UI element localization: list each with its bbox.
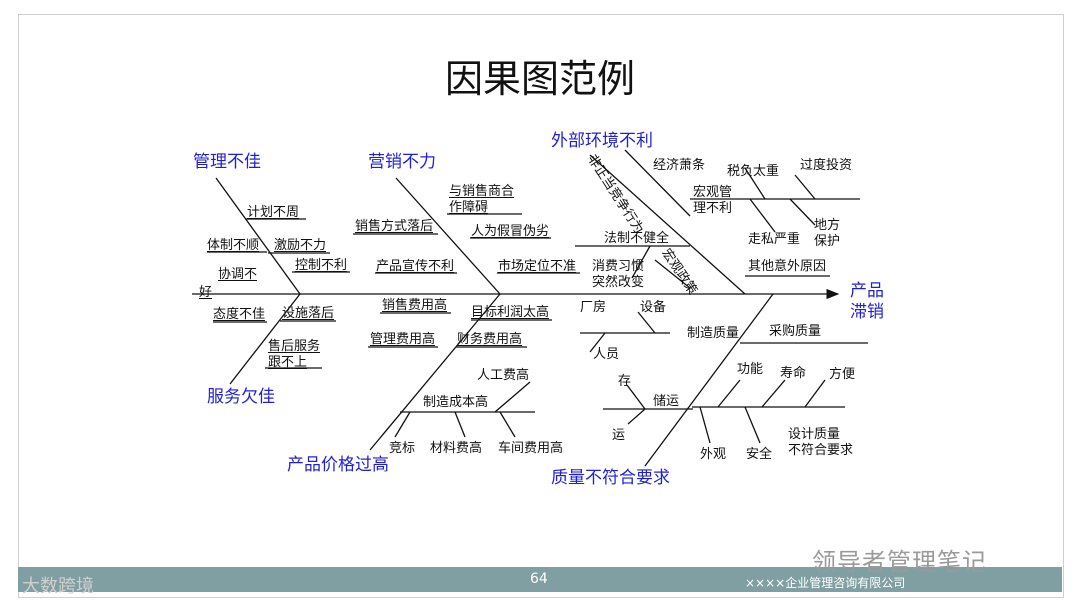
cause-label: 作障碍 bbox=[449, 200, 489, 215]
cause-label: 采购质量 bbox=[769, 324, 822, 339]
cause-label: 竞标 bbox=[389, 441, 416, 456]
cause-label: 销售方式落后 bbox=[355, 219, 434, 234]
cause-label: 产品宣传不利 bbox=[376, 259, 455, 274]
bone-marketing bbox=[395, 177, 501, 295]
category-price: 产品价格过高 bbox=[287, 455, 389, 475]
cause-label: 保护 bbox=[814, 234, 841, 249]
cause-label: 制造质量 bbox=[687, 326, 740, 341]
cause-label: 市场定位不准 bbox=[498, 259, 577, 274]
cause-label: 运 bbox=[612, 428, 626, 443]
category-service: 服务欠佳 bbox=[207, 387, 275, 407]
cause-label: 设计质量 bbox=[788, 427, 841, 442]
cause-label: 法制不健全 bbox=[604, 231, 670, 246]
cause-label: 其他意外原因 bbox=[748, 259, 827, 274]
cause-label: 车间费用高 bbox=[498, 441, 564, 456]
category-marketing: 营销不力 bbox=[368, 152, 436, 172]
cause-label: 设备 bbox=[640, 300, 667, 315]
cause-label: 储运 bbox=[653, 394, 680, 409]
cause-label: 设施落后 bbox=[282, 306, 335, 321]
cause-label: 消费习惯 bbox=[592, 259, 645, 274]
cause-label: 与销售商合 bbox=[449, 184, 515, 199]
cause-label: 售后服务 bbox=[268, 339, 321, 354]
cause-label: 外观 bbox=[700, 447, 727, 462]
cause-label: 计划不周 bbox=[247, 205, 300, 220]
cause-label: 存 bbox=[618, 374, 632, 389]
category-quality: 质量不符合要求 bbox=[551, 468, 670, 488]
effect-line-2: 滞销 bbox=[850, 302, 884, 322]
slide-frame bbox=[18, 14, 1064, 598]
cause-label: 目标利润太高 bbox=[471, 305, 550, 320]
effect-label: 产品 滞销 bbox=[850, 281, 884, 323]
cause-label: 税负太重 bbox=[727, 164, 780, 179]
page-number: 64 bbox=[530, 571, 548, 587]
cause-label: 材料费高 bbox=[430, 441, 483, 456]
page-title: 因果图范例 bbox=[444, 57, 635, 101]
cause-label: 好 bbox=[199, 285, 213, 300]
cause-label: 突然改变 bbox=[592, 275, 645, 290]
watermark-wechat: 领导者管理笔记 bbox=[812, 548, 987, 576]
cause-label: 跟不上 bbox=[268, 355, 308, 370]
bone-environment bbox=[589, 154, 746, 295]
cause-label: 销售费用高 bbox=[382, 298, 448, 313]
cause-label: 协调不 bbox=[218, 267, 258, 282]
footer-bar bbox=[18, 567, 1062, 592]
cause-label: 理不利 bbox=[693, 201, 733, 216]
cause-label: 人为假冒伪劣 bbox=[471, 224, 550, 239]
cause-label: 过度投资 bbox=[800, 158, 853, 173]
category-management: 管理不佳 bbox=[193, 152, 261, 172]
cause-label: 方便 bbox=[829, 367, 856, 382]
bone-service bbox=[229, 293, 301, 385]
cause-label: 态度不佳 bbox=[213, 307, 266, 322]
cause-label: 制造成本高 bbox=[423, 395, 489, 410]
cause-label: 厂房 bbox=[580, 300, 607, 315]
cause-label: 管理费用高 bbox=[370, 332, 436, 347]
cause-label: 地方 bbox=[814, 218, 841, 233]
cause-label: 安全 bbox=[746, 447, 773, 462]
watermark-brand: 大数跨境 bbox=[22, 576, 94, 597]
cause-label: 功能 bbox=[737, 362, 764, 377]
cause-label: 人员 bbox=[593, 347, 620, 362]
cause-label: 宏观管 bbox=[693, 185, 733, 200]
effect-line-1: 产品 bbox=[850, 281, 884, 301]
cause-label: 体制不顺 bbox=[207, 238, 260, 253]
cause-label: 激励不力 bbox=[274, 238, 327, 253]
bone-management bbox=[215, 177, 301, 295]
bone-quality bbox=[644, 293, 774, 467]
cause-label: 经济萧条 bbox=[653, 158, 706, 173]
cause-label: 寿命 bbox=[780, 366, 807, 381]
cause-label: 人工费高 bbox=[477, 368, 530, 383]
cause-label: 不符合要求 bbox=[788, 443, 854, 458]
category-environment: 外部环境不利 bbox=[551, 131, 653, 151]
cause-label: 控制不利 bbox=[295, 258, 348, 273]
company-name: ××××企业管理咨询有限公司 bbox=[745, 576, 906, 590]
cause-label: 走私严重 bbox=[748, 232, 801, 247]
cause-label: 财务费用高 bbox=[457, 332, 523, 347]
